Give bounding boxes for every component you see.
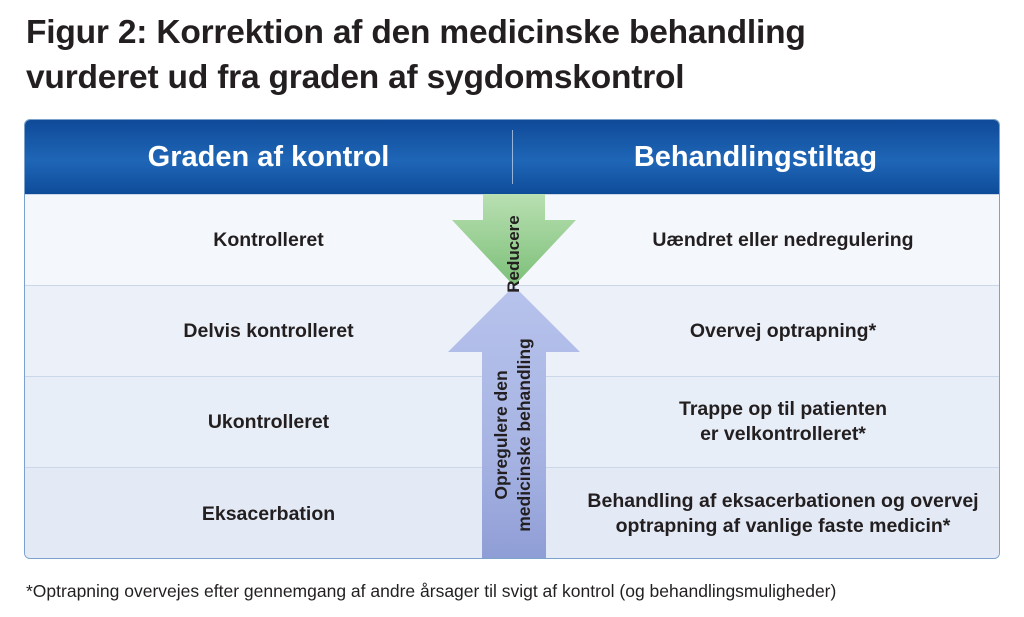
treatment-action-cell: Overvej optrapning* xyxy=(565,286,999,376)
arrow-up-label-line-1: Opregulere den xyxy=(491,370,511,500)
control-level-cell: Kontrolleret xyxy=(213,228,324,251)
arrow-down-label: Reducere xyxy=(503,209,525,299)
action-line: Behandling af eksacerbationen og overvej xyxy=(587,490,979,512)
table-header: Graden af kontrol Behandlingstiltag xyxy=(25,120,999,194)
action-line: optrapning af vanlige faste medicin* xyxy=(615,515,951,537)
arrow-down-label-text: Reducere xyxy=(504,215,523,293)
header-control-level: Graden af kontrol xyxy=(147,141,390,173)
arrow-up-label-line-2: medicinske behandling xyxy=(514,338,534,532)
header-divider xyxy=(512,130,513,184)
figure-title: Figur 2: Korrektion af den medicinske be… xyxy=(26,10,1006,100)
action-line: Uændret eller nedregulering xyxy=(652,228,914,251)
header-treatment-action: Behandlingstiltag xyxy=(633,141,878,173)
treatment-action-cell: Trappe op til patienten er velkontroller… xyxy=(565,377,999,467)
action-line: Overvej optrapning* xyxy=(689,319,877,342)
control-level-cell: Eksacerbation xyxy=(201,502,336,525)
action-line: er velkontrolleret* xyxy=(700,423,866,445)
treatment-table: Graden af kontrol Behandlingstiltag Kont… xyxy=(24,119,1000,559)
figure-title-line-2: vurderet ud fra graden af sygdomskontrol xyxy=(26,59,685,96)
treatment-action-cell: Behandling af eksacerbationen og overvej… xyxy=(565,468,999,558)
footnote: *Optrapning overvejes efter gennemgang a… xyxy=(26,581,837,601)
action-line: Trappe op til patienten xyxy=(678,398,888,420)
control-level-cell: Ukontrolleret xyxy=(207,410,330,433)
control-level-cell: Delvis kontrolleret xyxy=(183,319,354,342)
treatment-action-cell: Uændret eller nedregulering xyxy=(565,195,999,285)
arrow-up-label: Opregulere den medicinske behandling xyxy=(490,335,538,535)
figure-title-line-1: Figur 2: Korrektion af den medicinske be… xyxy=(26,14,806,51)
